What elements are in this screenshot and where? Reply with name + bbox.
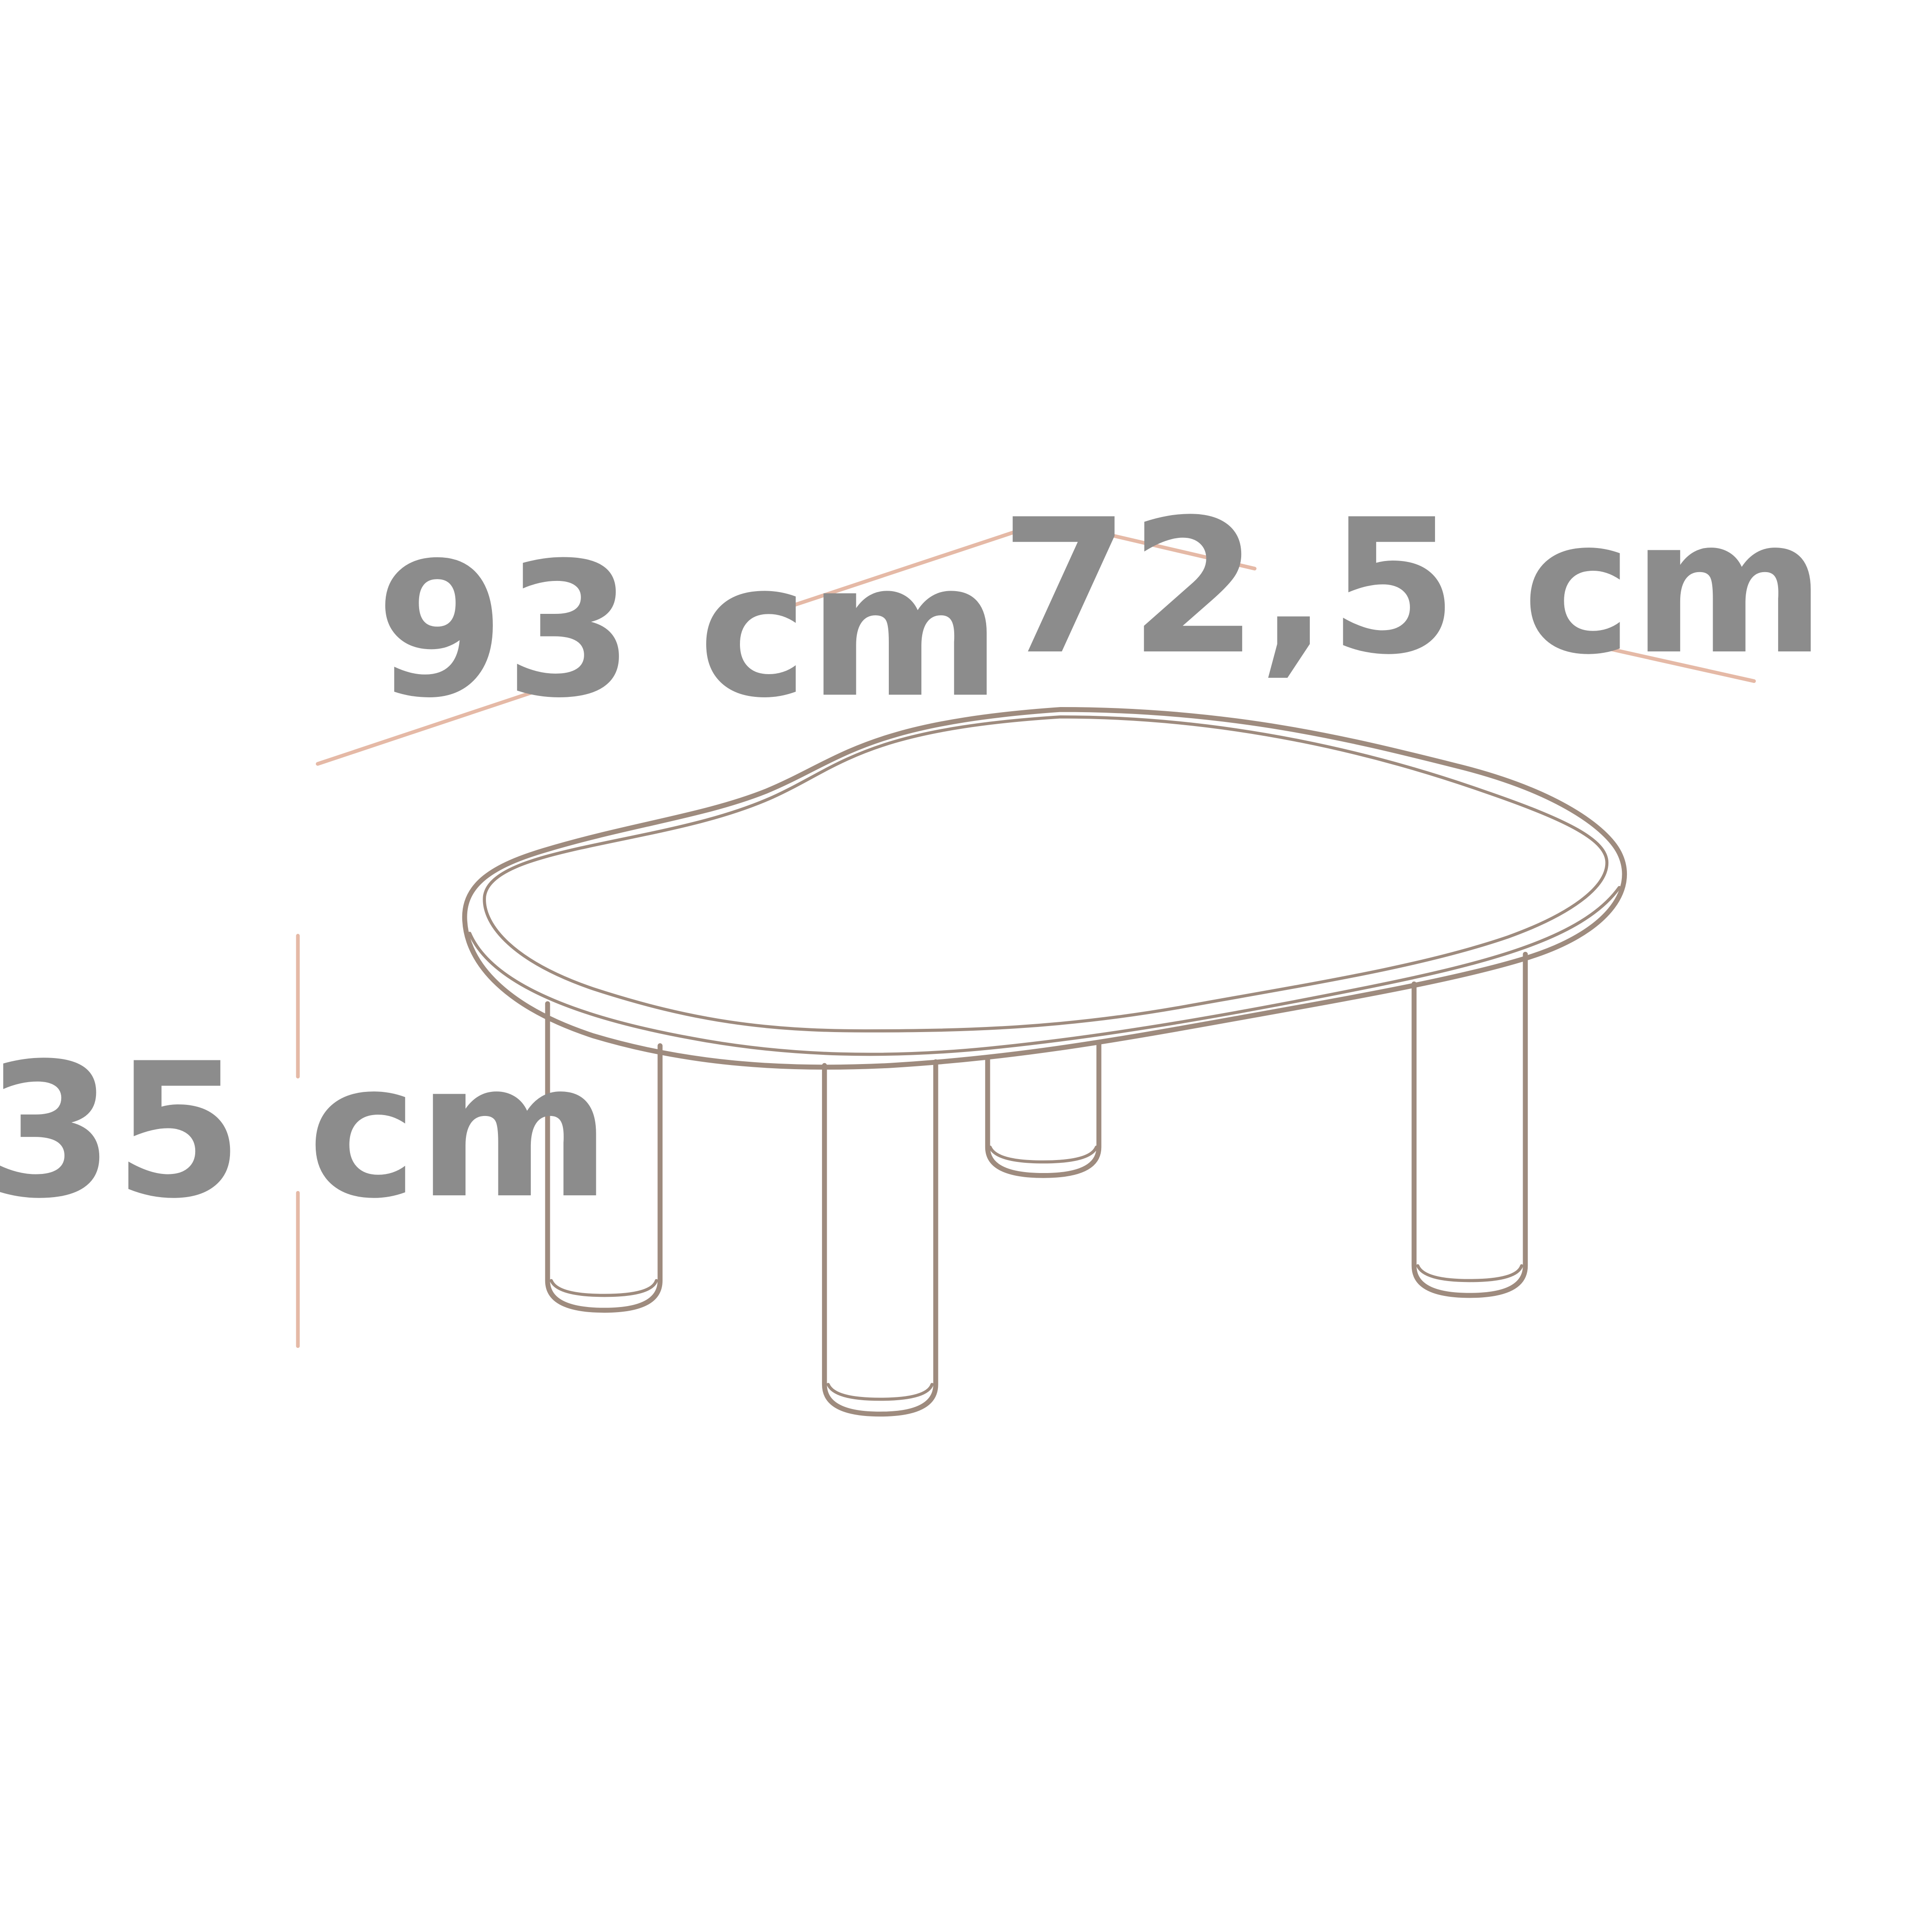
table-top-outer-edge [462, 707, 1627, 1070]
length-dimension-line-right [790, 526, 1029, 608]
height-label: 35 cm [0, 1024, 611, 1239]
depth-dimension-line-right [1558, 636, 1756, 683]
table-leg-right [1411, 951, 1528, 1298]
table-leg-back-center [985, 1042, 1102, 1178]
table-leg-center-foot [826, 1383, 934, 1401]
table-leg-right-foot [1416, 1264, 1524, 1282]
table-leg-left [545, 1001, 663, 1313]
dimension-lines [296, 521, 1756, 1348]
length-dimension-line-left [316, 679, 568, 766]
table-illustration [462, 707, 1627, 1417]
table-leg-left-foot [549, 1279, 658, 1297]
table-leg-center [822, 1059, 938, 1417]
table-leg-back-center-foot [988, 1145, 1098, 1164]
depth-dimension-line-left [1056, 521, 1257, 571]
table-top-surface [483, 715, 1609, 1033]
depth-label: 72,5 cm [1000, 480, 1825, 695]
length-label: 93 cm [376, 523, 1001, 739]
table-top-rim [468, 886, 1621, 1056]
